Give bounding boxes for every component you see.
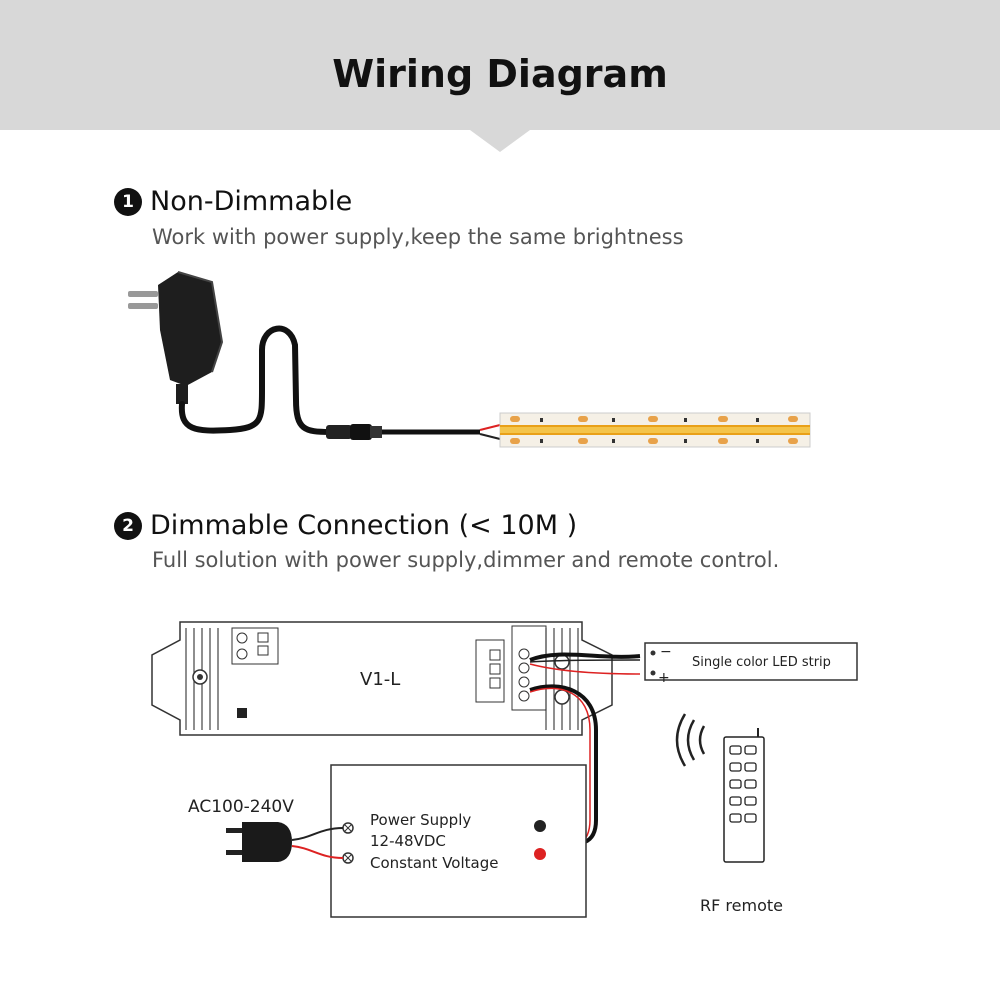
strip-minus-label: − [660, 644, 672, 660]
psu-line-2: 12-48VDC [370, 832, 446, 850]
section-1-title: Non-Dimmable [150, 186, 353, 217]
led-strip-image [499, 412, 811, 448]
page-title: Wiring Diagram [332, 52, 668, 96]
section-2-number-badge: 2 [114, 511, 142, 540]
section-1-number-badge: 1 [114, 187, 142, 216]
led-strip-box [644, 642, 858, 681]
section-1-heading: 1 Non-Dimmable [114, 186, 352, 217]
psu-line-3: Constant Voltage [370, 854, 498, 872]
controller-model-label: V1-L [360, 669, 400, 690]
section-1-subtitle: Work with power supply,keep the same bri… [152, 225, 684, 249]
controller-box [151, 621, 613, 736]
power-supply-box [330, 764, 587, 918]
psu-line-1: Power Supply [370, 811, 471, 829]
wall-adapter-icon [128, 271, 224, 404]
section-2-heading: 2 Dimmable Connection (< 10M ) [114, 510, 577, 541]
strip-plus-label: + [658, 670, 670, 686]
dc-connector-icon [326, 424, 382, 440]
header-notch [470, 130, 530, 152]
led-strip-label: Single color LED strip [692, 655, 831, 670]
adapter-cable [178, 325, 333, 435]
controller-to-strip-wire [529, 652, 641, 662]
section-2-title: Dimmable Connection (< 10M ) [150, 510, 578, 541]
ac-voltage-label: AC100-240V [188, 797, 294, 817]
ac-plug-icon [226, 822, 292, 862]
rf-remote-label: RF remote [700, 896, 783, 915]
section-2-subtitle: Full solution with power supply,dimmer a… [152, 548, 780, 572]
rf-signal-icon [675, 713, 706, 767]
rf-remote-icon [723, 728, 765, 863]
ac-input-wire [291, 827, 344, 841]
header-banner [0, 0, 1000, 130]
